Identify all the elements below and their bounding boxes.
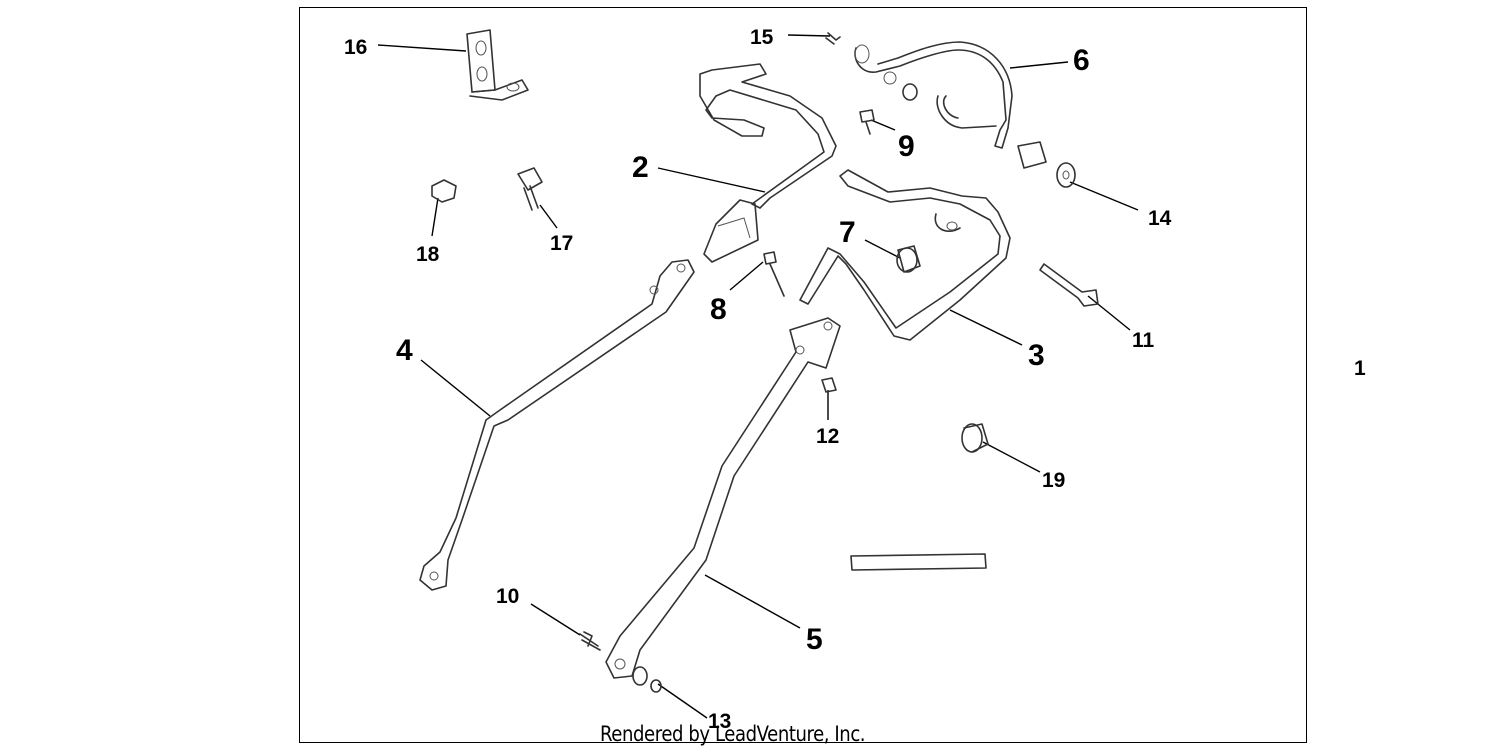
callout-14: 14 bbox=[1148, 207, 1172, 230]
callout-17: 17 bbox=[550, 232, 574, 255]
callout-12: 12 bbox=[816, 425, 840, 448]
part-5-rod bbox=[605, 317, 841, 679]
part-15-bolt bbox=[825, 32, 841, 45]
callout-19: 19 bbox=[1042, 469, 1066, 492]
callout-4: 4 bbox=[396, 334, 413, 367]
leader-lines bbox=[377, 34, 1139, 719]
watermark-text: Rendered by LeadVenture, Inc. bbox=[600, 722, 866, 746]
callout-2: 2 bbox=[632, 151, 649, 184]
part-8-bolt bbox=[763, 251, 785, 297]
part-10-bolt bbox=[579, 631, 601, 651]
callout-13: 13 bbox=[708, 710, 732, 733]
callout-8: 8 bbox=[710, 293, 727, 326]
part-9-bolt bbox=[859, 109, 875, 135]
callout-9: 9 bbox=[898, 130, 915, 163]
part-4-rod bbox=[419, 259, 695, 591]
callout-7: 7 bbox=[839, 216, 856, 249]
part-16-bracket bbox=[466, 29, 529, 101]
callout-18: 18 bbox=[416, 243, 440, 266]
callout-16: 16 bbox=[344, 36, 368, 59]
diagram-frame bbox=[299, 7, 1307, 743]
callout-10: 10 bbox=[496, 585, 520, 608]
part-3-bracket bbox=[799, 169, 1011, 341]
part-14-spacer bbox=[1017, 141, 1076, 188]
callout-3: 3 bbox=[1028, 339, 1045, 372]
part-7-bushing bbox=[896, 245, 921, 273]
callout-1: 1 bbox=[1354, 357, 1366, 380]
part-13-washers bbox=[632, 666, 662, 693]
part-6-bracket bbox=[854, 41, 1013, 149]
part-12-nut bbox=[821, 377, 837, 393]
callout-11: 11 bbox=[1132, 329, 1155, 352]
part-19-bushing bbox=[961, 423, 989, 453]
part-1-pin bbox=[850, 553, 987, 571]
callout-15: 15 bbox=[750, 26, 774, 49]
callout-5: 5 bbox=[806, 623, 823, 656]
callout-6: 6 bbox=[1073, 44, 1090, 77]
part-18-nut bbox=[431, 179, 457, 203]
part-17-bolt bbox=[517, 167, 543, 211]
part-2-bracket bbox=[699, 63, 837, 263]
part-11-bolt bbox=[1039, 263, 1099, 307]
